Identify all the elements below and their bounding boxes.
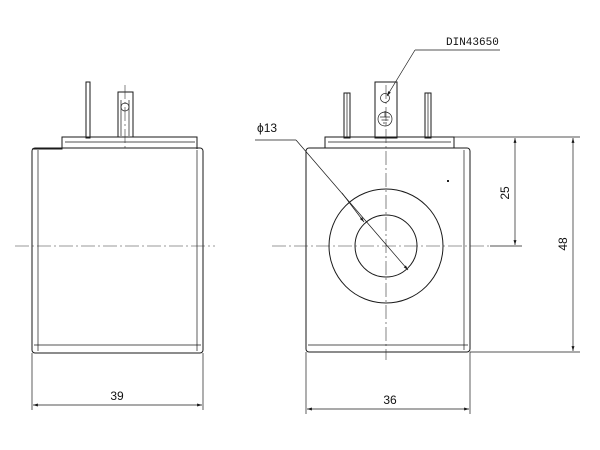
dim-label-39: 39 [110,389,124,403]
terminal-side [117,91,134,138]
right-view: ϕ13 DIN43650 36 25 48 [255,37,580,414]
callout-din: DIN43650 [446,37,499,49]
pin-left-side [85,81,91,139]
coil-body-front [305,147,471,353]
leader-diameter-arrow2 [341,192,365,223]
dim-label-diameter: ϕ13 [257,121,277,135]
dim-label-48: 48 [556,237,570,251]
left-view: 39 [15,81,215,410]
mark-dot [447,180,449,182]
coil-body-side [31,147,204,354]
earth-terminal-hole [380,93,390,103]
top-plate-front [324,136,455,148]
dim-label-25: 25 [498,186,512,200]
leader-diameter [295,139,409,271]
top-plate-side [32,136,198,150]
dim-label-36: 36 [383,393,397,407]
leader-din [386,49,416,97]
